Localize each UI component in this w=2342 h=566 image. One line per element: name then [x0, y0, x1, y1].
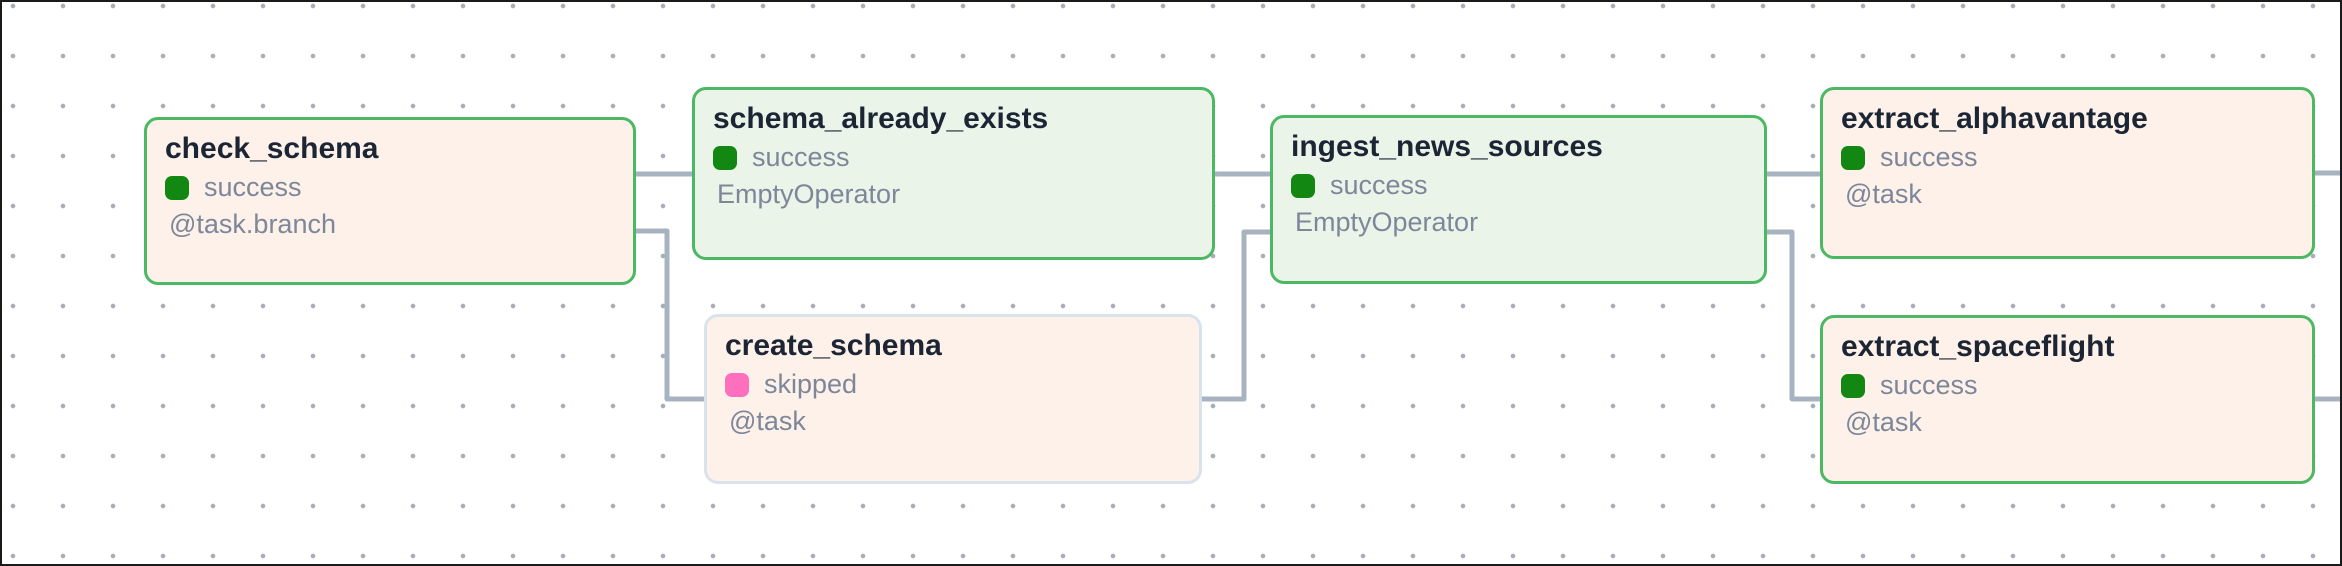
dag-edge-ingest_news_sources-to-extract_spaceflight — [1767, 229, 1820, 402]
status-label: success — [204, 172, 302, 202]
task-status-row: success — [713, 142, 1194, 173]
task-status-row: success — [1841, 142, 2294, 173]
task-name: schema_already_exists — [713, 102, 1049, 135]
operator-label: @task — [1845, 179, 1922, 209]
status-success-icon — [165, 175, 189, 200]
task-node-create-schema[interactable]: create_schema skipped @task — [704, 314, 1202, 484]
status-success-icon — [713, 145, 737, 170]
task-node-schema-already-exists[interactable]: schema_already_exists success EmptyOpera… — [692, 87, 1215, 260]
status-label: success — [752, 142, 850, 172]
task-name: check_schema — [165, 132, 379, 165]
task-name: create_schema — [725, 329, 942, 362]
status-label: success — [1880, 142, 1978, 172]
dag-edge-check_schema-to-create_schema — [636, 228, 704, 402]
operator-label: @task — [1845, 407, 1922, 437]
status-success-icon — [1841, 373, 1865, 398]
operator-label: EmptyOperator — [717, 179, 901, 209]
task-status-row: skipped — [725, 369, 1181, 400]
task-name: extract_spaceflight — [1841, 330, 2115, 363]
status-success-icon — [1841, 145, 1865, 170]
dag-edge-create_schema-to-ingest_news_sources — [1202, 229, 1270, 402]
task-status-row: success — [165, 172, 615, 203]
status-label: success — [1880, 370, 1978, 400]
operator-label: @task.branch — [169, 209, 336, 239]
status-success-icon — [1291, 173, 1315, 198]
task-node-check-schema[interactable]: check_schema success @task.branch — [144, 117, 636, 285]
operator-label: EmptyOperator — [1295, 207, 1479, 237]
task-status-row: success — [1291, 170, 1746, 201]
task-node-extract-spaceflight[interactable]: extract_spaceflight success @task — [1820, 315, 2315, 484]
task-node-extract-alphavantage[interactable]: extract_alphavantage success @task — [1820, 87, 2315, 259]
status-label: success — [1330, 170, 1428, 200]
task-status-row: success — [1841, 370, 2294, 401]
task-name: ingest_news_sources — [1291, 130, 1603, 163]
operator-label: @task — [729, 406, 806, 436]
task-name: extract_alphavantage — [1841, 102, 2148, 135]
status-label: skipped — [764, 369, 858, 399]
status-skipped-icon — [725, 372, 749, 397]
task-node-ingest-news-sources[interactable]: ingest_news_sources success EmptyOperato… — [1270, 115, 1767, 284]
